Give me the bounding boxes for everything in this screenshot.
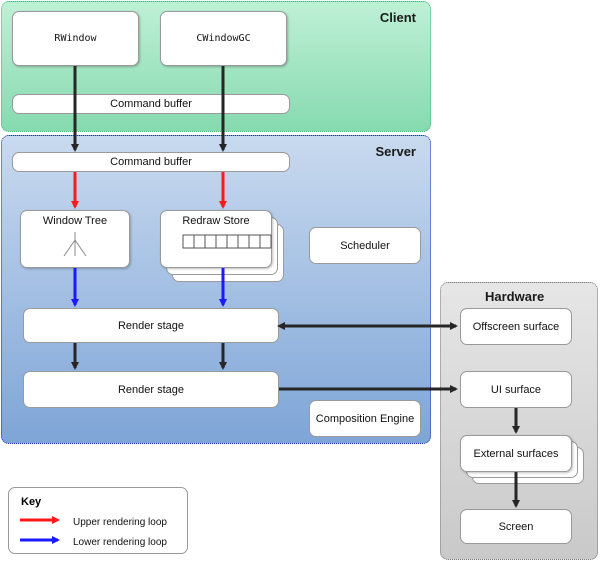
key-panel: Key Upper rendering loop Lower rendering… — [8, 487, 188, 554]
composition-engine-box: Composition Engine — [309, 400, 421, 437]
render-stage-lower: Render stage — [23, 371, 279, 408]
key-title: Key — [21, 496, 42, 508]
client-title: Client — [379, 10, 416, 25]
server-title: Server — [375, 144, 416, 159]
cwindowgc-box: CWindowGC — [160, 11, 287, 66]
scheduler-box: Scheduler — [309, 227, 421, 264]
redraw-store-box: Redraw Store — [160, 210, 272, 268]
hardware-title: Hardware — [485, 289, 545, 304]
server-command-buffer: Command buffer — [12, 152, 290, 172]
external-surfaces-box: External surfaces — [460, 435, 572, 472]
offscreen-surface-box: Offscreen surface — [460, 308, 572, 345]
window-tree-label: Window Tree — [42, 215, 108, 227]
redraw-store-label: Redraw Store — [182, 215, 250, 227]
key-lower-loop-label: Lower rendering loop — [73, 537, 167, 548]
key-upper-loop-label: Upper rendering loop — [73, 517, 167, 528]
screen-box: Screen — [460, 509, 572, 544]
rwindow-box: RWindow — [12, 11, 139, 66]
client-command-buffer: Command buffer — [12, 94, 290, 114]
ui-surface-box: UI surface — [460, 371, 572, 408]
window-tree-box: Window Tree — [20, 210, 130, 268]
render-stage-upper: Render stage — [23, 308, 279, 343]
